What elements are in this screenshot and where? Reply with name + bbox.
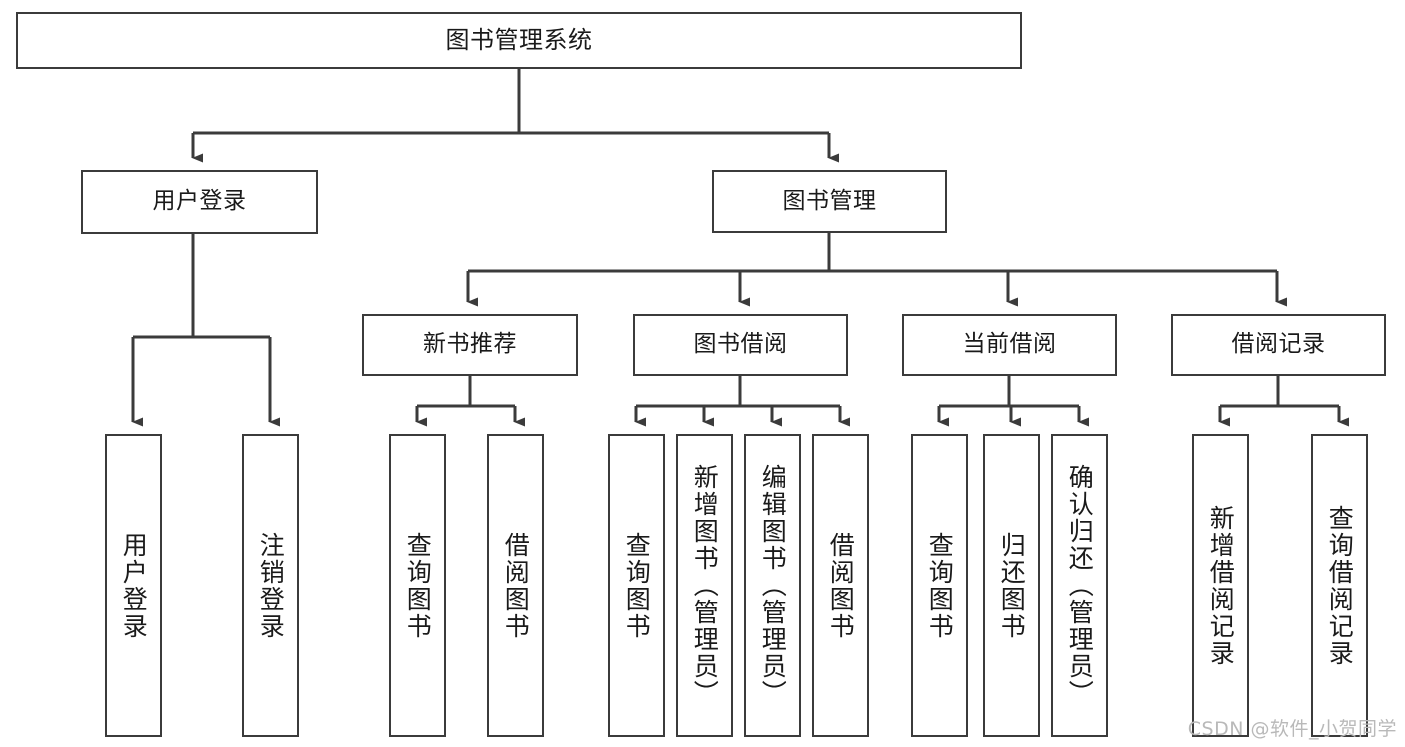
node-book-manage[interactable]: 图书管理: [712, 170, 947, 233]
node-leaf-borrow-book-2[interactable]: 借阅图书: [812, 434, 869, 737]
node-leaf-add-book-label: 新增图书（管理员）: [690, 464, 720, 707]
node-user-login[interactable]: 用户登录: [81, 170, 318, 234]
node-leaf-confirm-return[interactable]: 确认归还（管理员）: [1051, 434, 1108, 737]
node-new-book-recommend[interactable]: 新书推荐: [362, 314, 578, 376]
node-leaf-logout[interactable]: 注销登录: [242, 434, 299, 737]
node-leaf-return-book-label: 归还图书: [997, 531, 1027, 640]
node-leaf-logout-label: 注销登录: [256, 531, 286, 640]
watermark-text: CSDN @软件_小贺同学: [1187, 718, 1397, 740]
node-leaf-borrow-book-2-label: 借阅图书: [826, 531, 856, 640]
node-leaf-query-book-3[interactable]: 查询图书: [911, 434, 968, 737]
node-leaf-edit-book[interactable]: 编辑图书（管理员）: [744, 434, 801, 737]
node-leaf-edit-book-label: 编辑图书（管理员）: [758, 464, 788, 707]
node-leaf-add-record[interactable]: 新增借阅记录: [1192, 434, 1249, 737]
node-current-borrow-label: 当前借阅: [962, 331, 1057, 358]
node-leaf-user-login-label: 用户登录: [119, 531, 149, 640]
node-leaf-borrow-book-1-label: 借阅图书: [501, 531, 531, 640]
node-new-book-recommend-label: 新书推荐: [423, 331, 517, 358]
node-leaf-confirm-return-label: 确认归还（管理员）: [1065, 464, 1095, 707]
node-leaf-add-book[interactable]: 新增图书（管理员）: [676, 434, 733, 737]
node-leaf-user-login[interactable]: 用户登录: [105, 434, 162, 737]
node-leaf-borrow-book-1[interactable]: 借阅图书: [487, 434, 544, 737]
node-leaf-add-record-label: 新增借阅记录: [1206, 504, 1236, 667]
node-leaf-query-book-1[interactable]: 查询图书: [389, 434, 446, 737]
node-borrow-record-label: 借阅记录: [1231, 331, 1326, 358]
node-leaf-query-book-1-label: 查询图书: [403, 531, 433, 640]
node-user-login-label: 用户登录: [152, 188, 247, 215]
node-root[interactable]: 图书管理系统: [16, 12, 1022, 69]
node-book-borrow[interactable]: 图书借阅: [633, 314, 848, 376]
node-leaf-return-book[interactable]: 归还图书: [983, 434, 1040, 737]
node-leaf-query-record-label: 查询借阅记录: [1325, 504, 1355, 667]
node-leaf-query-book-2-label: 查询图书: [622, 531, 652, 640]
node-leaf-query-book-2[interactable]: 查询图书: [608, 434, 665, 737]
node-book-manage-label: 图书管理: [782, 187, 877, 214]
node-borrow-record[interactable]: 借阅记录: [1171, 314, 1386, 376]
node-root-label: 图书管理系统: [445, 26, 593, 55]
node-leaf-query-book-3-label: 查询图书: [925, 531, 955, 640]
node-current-borrow[interactable]: 当前借阅: [902, 314, 1117, 376]
node-leaf-query-record[interactable]: 查询借阅记录: [1311, 434, 1368, 737]
node-book-borrow-label: 图书借阅: [693, 331, 788, 358]
